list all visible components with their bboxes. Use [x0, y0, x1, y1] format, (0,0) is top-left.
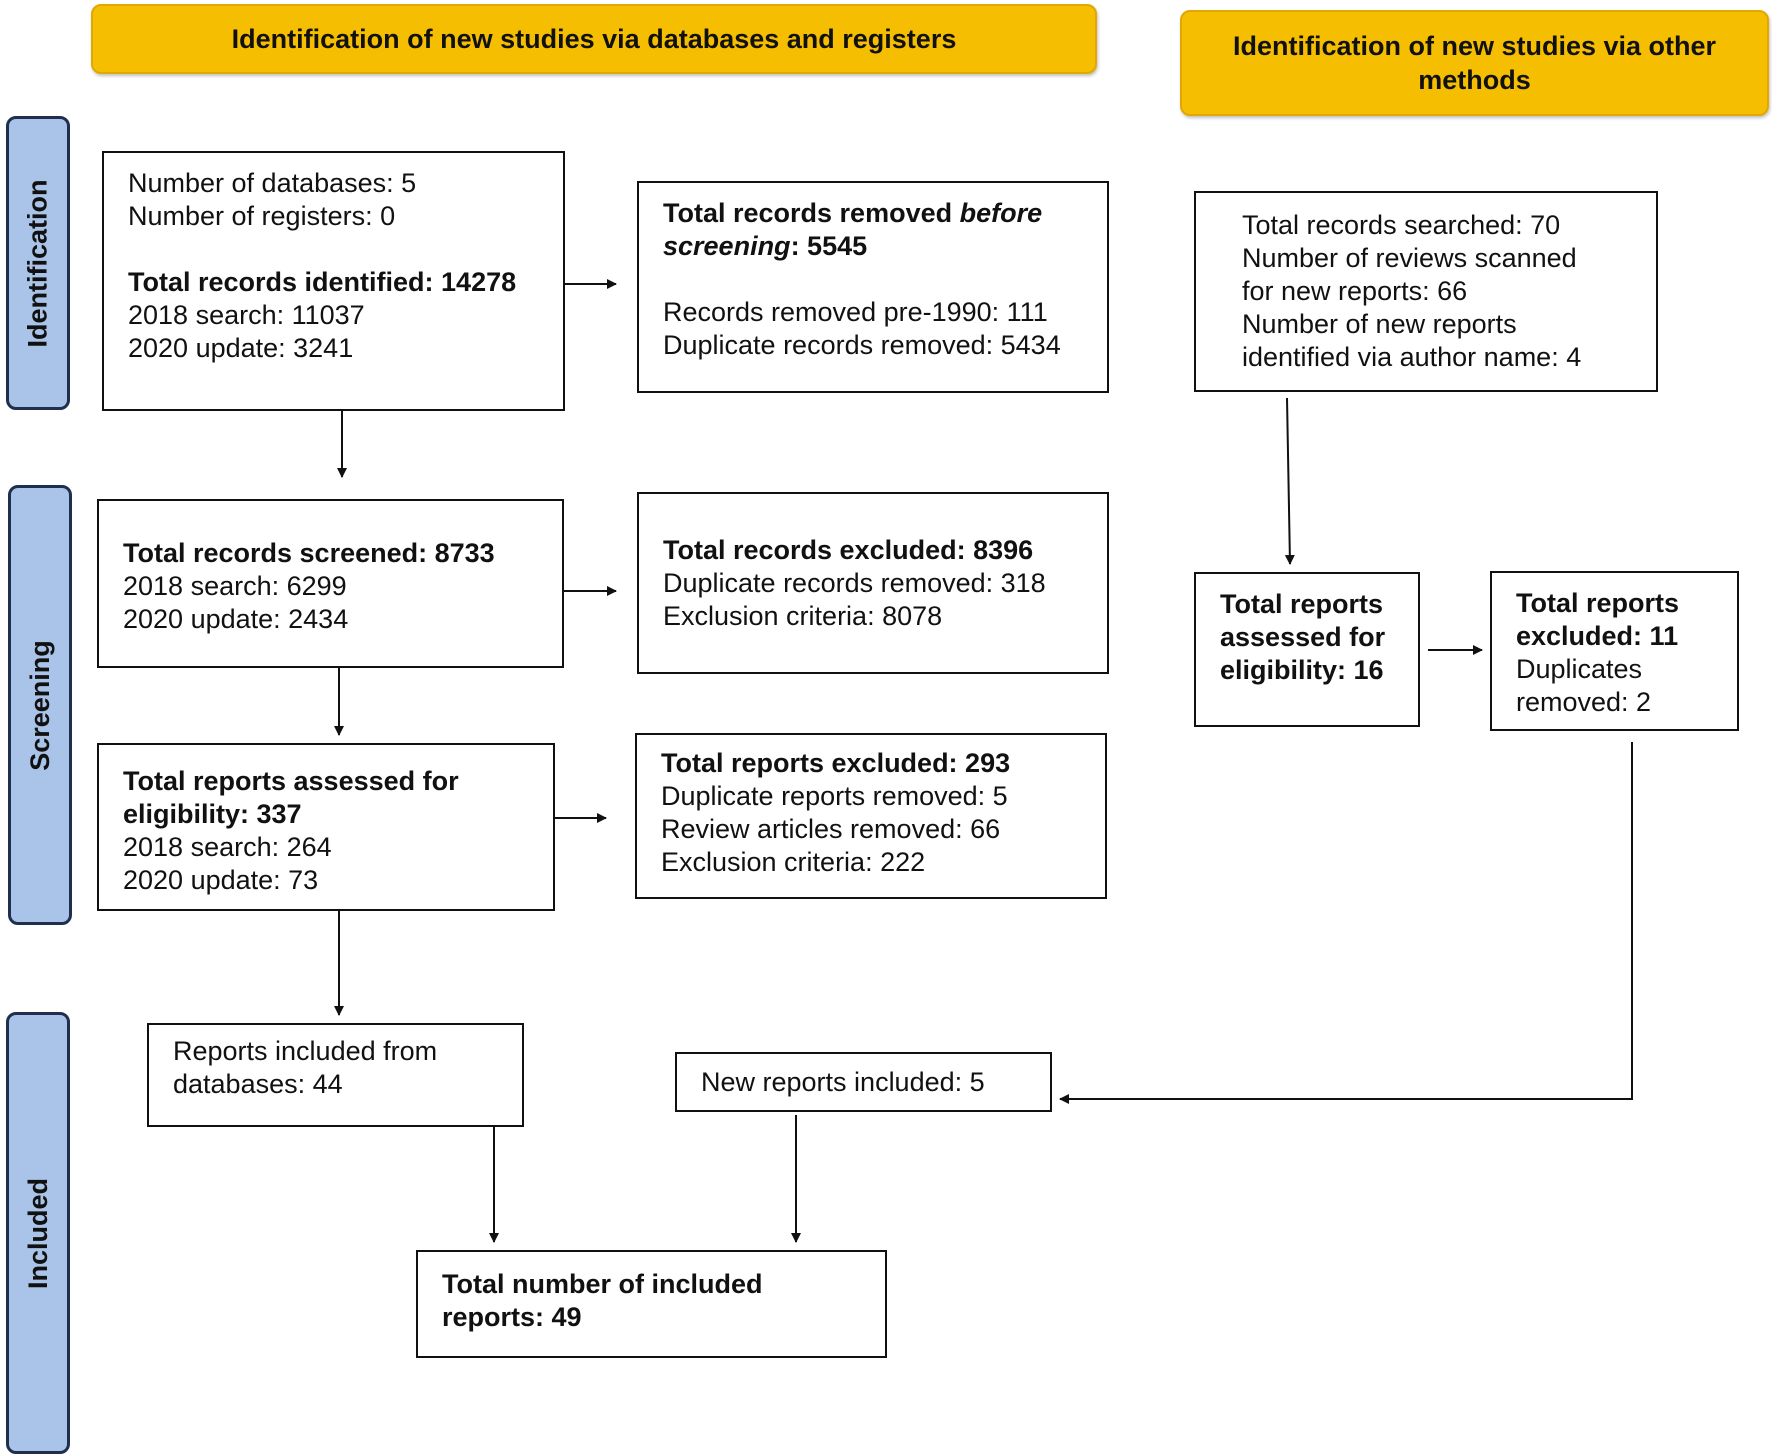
arrow-other-excluded-to-new-included — [1059, 742, 1633, 1104]
new-reports-included-box: New reports included: 5 — [675, 1052, 1052, 1112]
new-reports-included: New reports included: 5 — [701, 1067, 985, 1097]
other-reports-assessed-box: Total reports assessed for eligibility: … — [1194, 572, 1420, 727]
screened-2020-count: 2020 update: 2434 — [123, 604, 349, 634]
records-excluded-total: Total records excluded: 8396 — [663, 535, 1034, 565]
header-other-label: Identification of new studies via other … — [1232, 31, 1717, 95]
reviews-scanned: Number of reviews scanned for new report… — [1242, 243, 1577, 306]
arrow-other-searched-to-assessed — [1284, 397, 1295, 565]
records-removed-before-screening-box: Total records removed before screening: … — [637, 181, 1109, 393]
registers-count: Number of registers: 0 — [128, 201, 396, 231]
reports-excluded-box: Total reports excluded: 293 Duplicate re… — [635, 733, 1107, 899]
other-duplicates-removed: Duplicates removed: 2 — [1516, 654, 1652, 717]
total-included-box: Total number of included reports: 49 — [416, 1250, 887, 1358]
assessed-2020-count: 2020 update: 73 — [123, 865, 319, 895]
records-excluded-box: Total records excluded: 8396 Duplicate r… — [637, 492, 1109, 674]
search-2018-count: 2018 search: 11037 — [128, 300, 365, 330]
header-databases-registers: Identification of new studies via databa… — [91, 4, 1097, 74]
phase-screening: Screening — [8, 485, 72, 925]
duplicate-records-removed: Duplicate records removed: 5434 — [663, 330, 1061, 360]
total-included-reports: Total number of included reports: 49 — [442, 1269, 763, 1332]
excluded-criteria: Exclusion criteria: 8078 — [663, 601, 943, 631]
header-databases-label: Identification of new studies via databa… — [231, 24, 957, 54]
screened-2018-count: 2018 search: 6299 — [123, 571, 347, 601]
update-2020-count: 2020 update: 3241 — [128, 333, 354, 363]
reports-included-databases: Reports included from databases: 44 — [173, 1036, 438, 1099]
phase-included: Included — [6, 1012, 70, 1454]
records-identified-box: Number of databases: 5 Number of registe… — [102, 151, 565, 411]
assessed-2018-count: 2018 search: 264 — [123, 832, 332, 862]
reports-exclusion-criteria: Exclusion criteria: 222 — [661, 847, 926, 877]
reports-via-author: Number of new reports identified via aut… — [1242, 309, 1582, 372]
records-screened-total: Total records screened: 8733 — [123, 538, 495, 568]
review-articles-removed: Review articles removed: 66 — [661, 814, 1001, 844]
other-records-searched-box: Total records searched: 70 Number of rev… — [1194, 191, 1658, 392]
records-identified-total: Total records identified: 14278 — [128, 267, 517, 297]
reports-included-databases-box: Reports included from databases: 44 — [147, 1023, 524, 1127]
records-removed-total: Total records removed before screening: … — [663, 198, 1043, 261]
reports-excluded-total: Total reports excluded: 293 — [661, 748, 1011, 778]
reports-assessed-total: Total reports assessed for eligibility: … — [123, 766, 459, 829]
excluded-duplicates: Duplicate records removed: 318 — [663, 568, 1046, 598]
phase-identification: Identification — [6, 116, 70, 410]
removed-pre-1990: Records removed pre-1990: 111 — [663, 297, 1048, 327]
other-excluded-total: Total reports excluded: 11 — [1516, 588, 1680, 651]
databases-count: Number of databases: 5 — [128, 168, 417, 198]
header-other-methods: Identification of new studies via other … — [1180, 10, 1769, 116]
records-screened-box: Total records screened: 8733 2018 search… — [97, 499, 564, 668]
other-assessed-total: Total reports assessed for eligibility: … — [1220, 589, 1386, 685]
other-reports-excluded-box: Total reports excluded: 11 Duplicates re… — [1490, 571, 1739, 731]
duplicate-reports-removed: Duplicate reports removed: 5 — [661, 781, 1008, 811]
records-searched: Total records searched: 70 — [1242, 210, 1561, 240]
reports-assessed-box: Total reports assessed for eligibility: … — [97, 743, 555, 911]
